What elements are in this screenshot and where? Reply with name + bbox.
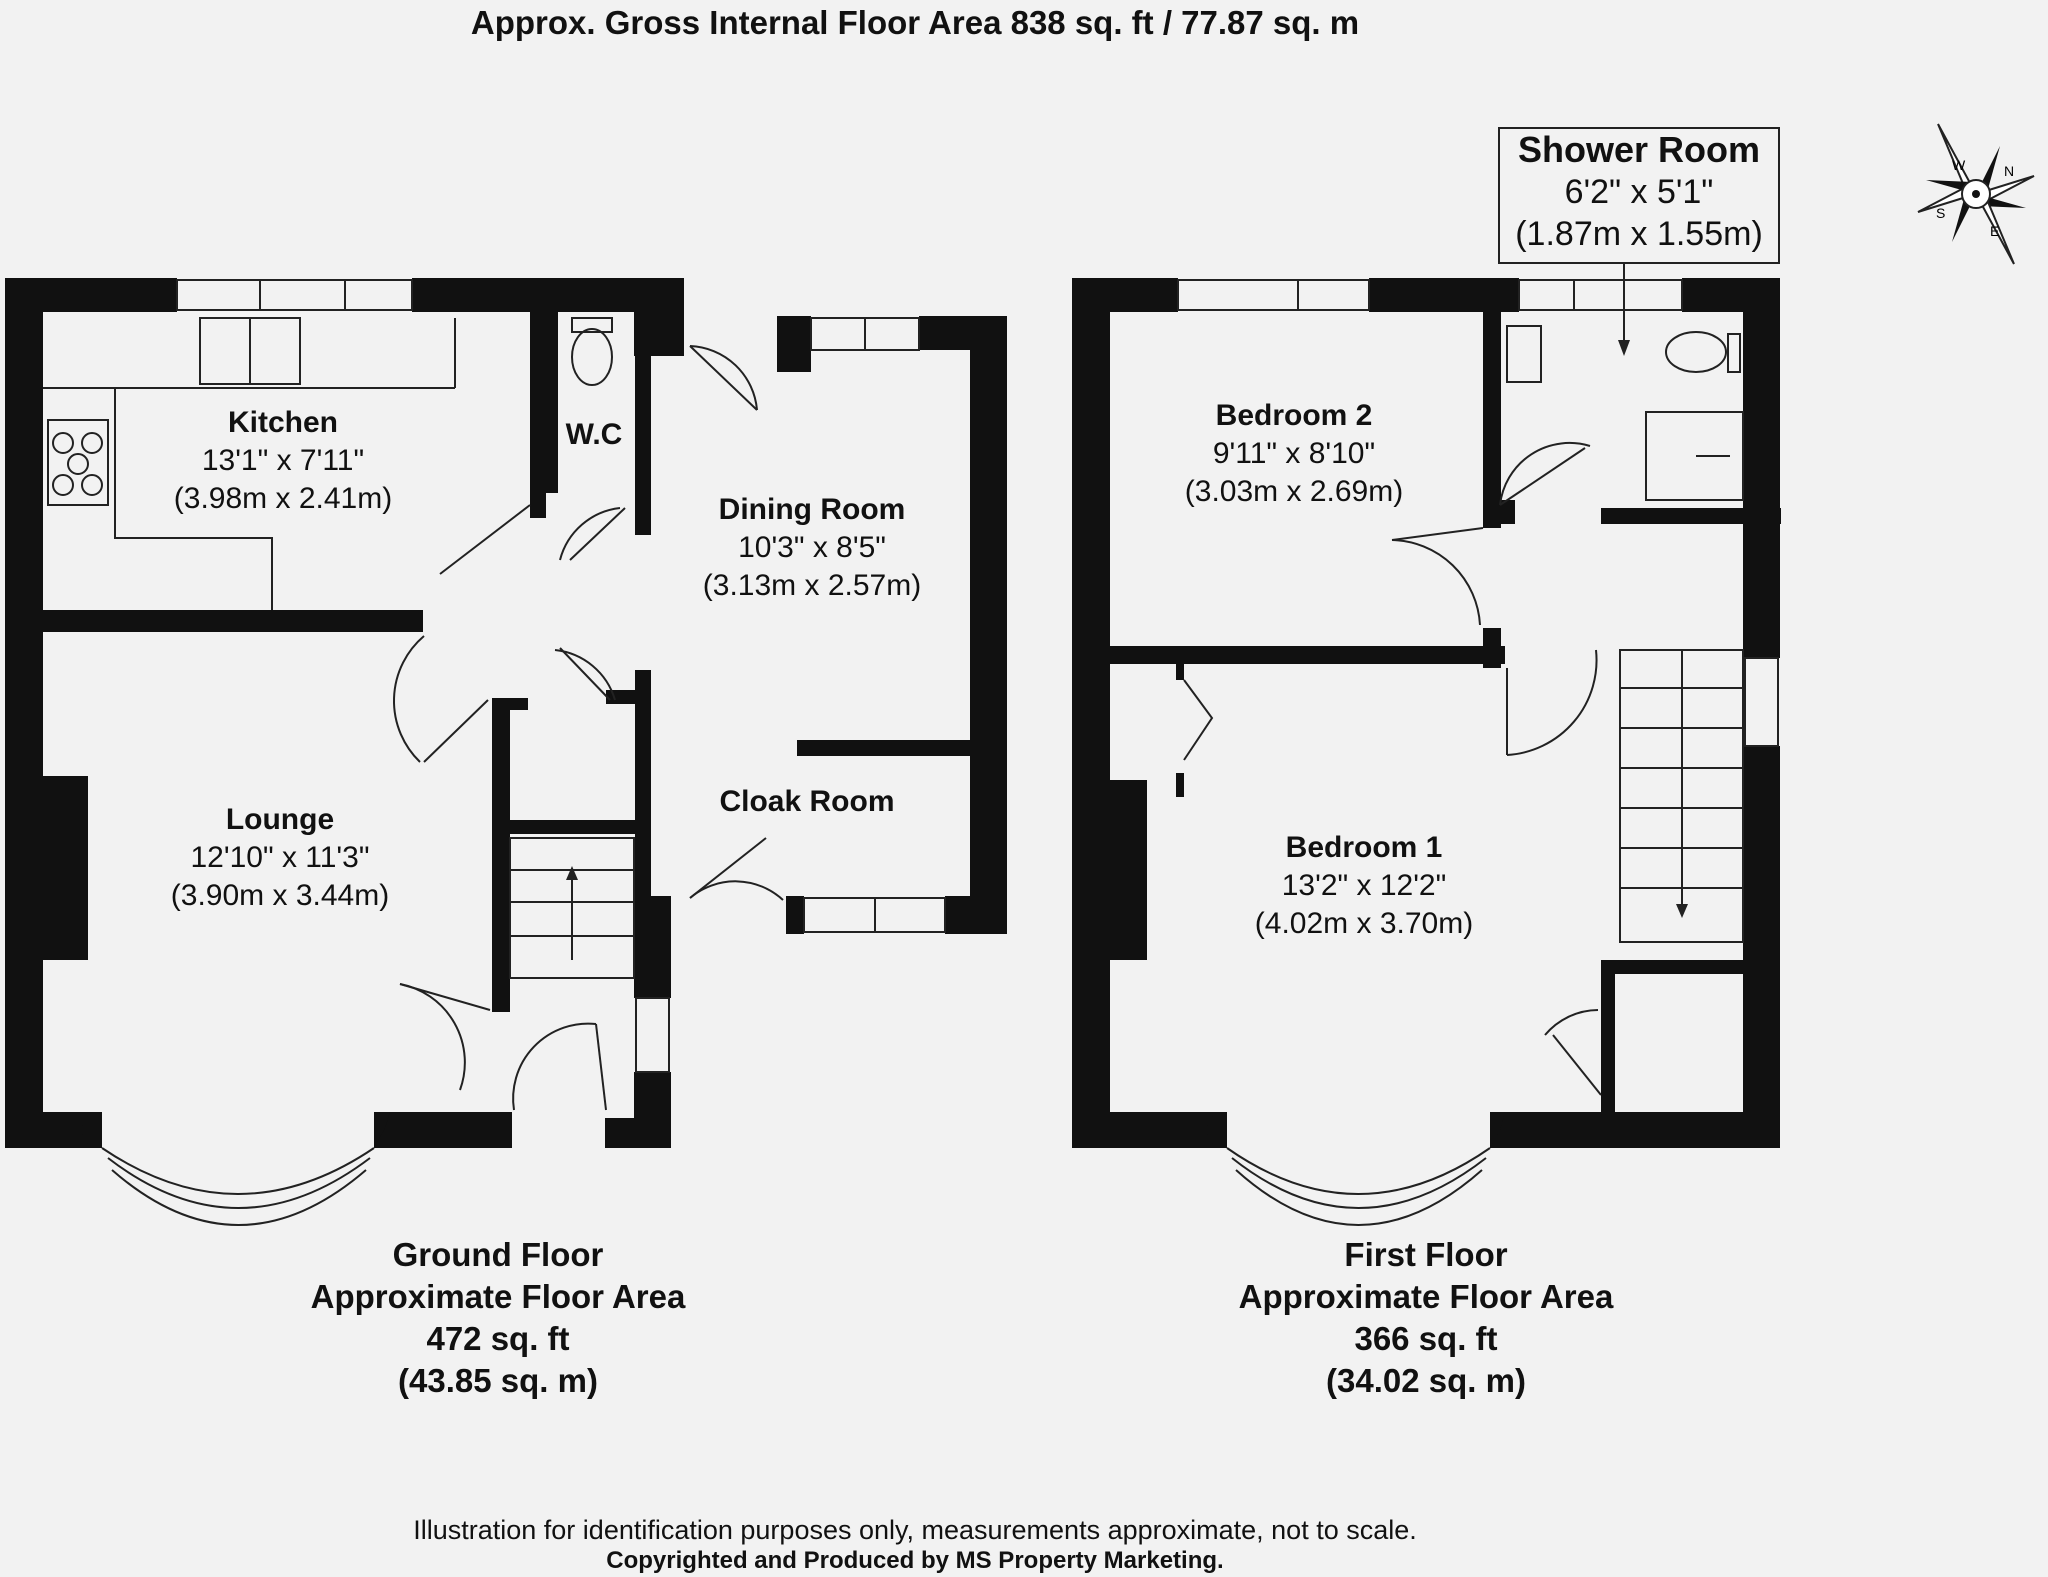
room-imperial: 10'3" x 8'5" (738, 531, 886, 564)
caption-line: Ground Floor (392, 1236, 604, 1273)
lounge-label: Lounge 12'10" x 11'3" (3.90m x 3.44m) (171, 801, 389, 915)
caption-line: (43.85 sq. m) (398, 1362, 598, 1399)
room-imperial: 13'1" x 7'11" (201, 444, 365, 477)
room-metric: (4.02m x 3.70m) (1254, 907, 1474, 940)
room-imperial: 12'10" x 11'3" (190, 841, 370, 874)
room-name: Cloak Room (719, 785, 895, 818)
kitchen-label: Kitchen 13'1" x 7'11" (3.98m x 2.41m) (174, 404, 392, 518)
room-name: Shower Room (1517, 129, 1760, 170)
room-imperial: 6'2" x 5'1" (1564, 173, 1714, 211)
arrowheads (566, 340, 1688, 918)
bedroom-2-label: Bedroom 2 9'11" x 8'10" (3.03m x 2.69m) (1185, 397, 1403, 511)
caption-line: (34.02 sq. m) (1326, 1362, 1526, 1399)
shower-room-label: Shower Room 6'2" x 5'1" (1.87m x 1.55m) (1498, 127, 1780, 264)
room-imperial: 13'2" x 12'2" (1281, 869, 1447, 902)
floor-area-title: Approx. Gross Internal Floor Area 838 sq… (470, 4, 1360, 41)
ground-floor-caption: Ground Floor Approximate Floor Area 472 … (311, 1234, 686, 1402)
room-metric: (3.13m x 2.57m) (702, 569, 922, 602)
room-imperial: 9'11" x 8'10" (1212, 437, 1376, 470)
room-metric: (3.03m x 2.69m) (1184, 475, 1404, 508)
caption-line: 472 sq. ft (426, 1320, 570, 1357)
disclaimer-text: Illustration for identification purposes… (413, 1515, 1417, 1545)
room-name: Lounge (225, 803, 335, 836)
room-metric: (3.90m x 3.44m) (170, 879, 390, 912)
caption-line: First Floor (1344, 1236, 1508, 1273)
first-floor-walls (1072, 278, 1781, 1148)
room-name: Kitchen (227, 406, 339, 439)
cloak-room-label: Cloak Room (719, 783, 894, 821)
caption-line: Approximate Floor Area (310, 1278, 686, 1315)
copyright-text: Copyrighted and Produced by MS Property … (606, 1547, 1224, 1574)
compass-rose: N E S W (1917, 123, 2035, 265)
room-metric: (3.98m x 2.41m) (173, 482, 393, 515)
dining-room-label: Dining Room 10'3" x 8'5" (3.13m x 2.57m) (703, 491, 921, 605)
room-name: W.C (565, 418, 623, 451)
compass-w-label: W (1952, 157, 1966, 173)
compass-n-label: N (2004, 163, 2014, 179)
room-name: Bedroom 1 (1285, 831, 1443, 864)
room-name: Bedroom 2 (1215, 399, 1373, 432)
caption-line: Approximate Floor Area (1238, 1278, 1614, 1315)
ground-floor-walls (5, 278, 1007, 1148)
bedroom-1-label: Bedroom 1 13'2" x 12'2" (4.02m x 3.70m) (1255, 829, 1473, 943)
compass-e-label: E (1990, 223, 1999, 239)
room-name: Dining Room (718, 493, 906, 526)
first-floor-caption: First Floor Approximate Floor Area 366 s… (1239, 1234, 1614, 1402)
caption-line: 366 sq. ft (1354, 1320, 1498, 1357)
wc-label: W.C (566, 416, 623, 454)
compass-s-label: S (1936, 205, 1945, 221)
room-metric: (1.87m x 1.55m) (1515, 215, 1763, 253)
fixtures-and-doors (43, 255, 1779, 1226)
